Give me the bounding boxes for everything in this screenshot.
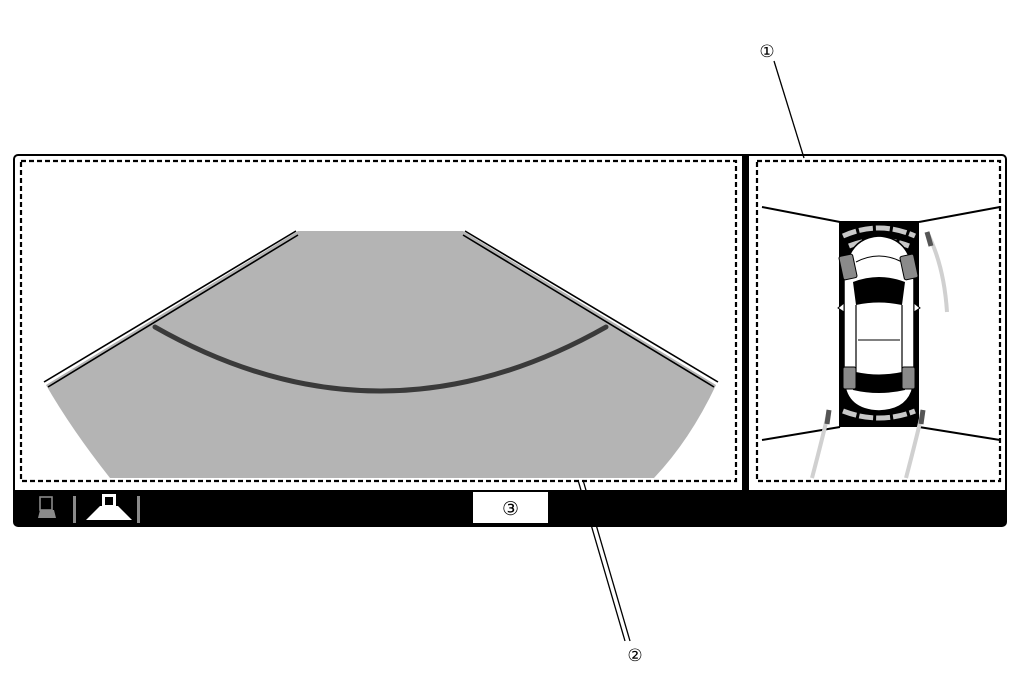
vehicle-tires [838,253,919,390]
camera-ground-area [46,231,716,478]
top-rear-view-icon[interactable] [86,494,132,520]
rear-sensor-indicator [842,408,916,421]
callout-1-label: ① [759,42,774,62]
left-guide-line [43,230,299,388]
top-view-boundary-lines [761,206,1001,441]
top-view [755,159,1002,483]
right-guide-line [462,230,719,388]
camera-view [19,159,738,483]
rear-camera-view-icon[interactable] [38,496,56,518]
toolbar-divider [137,496,140,523]
bottom-toolbar: ③ [15,490,1005,525]
camera-view-outline [19,159,738,483]
callout-1: ① [759,42,805,159]
view-mode-badge[interactable]: ③ [473,492,548,523]
callout-2: ② [577,479,643,666]
toolbar-divider [73,496,76,523]
predicted-course-line [152,324,609,394]
view-mode-badge-label: ③ [502,498,519,520]
callout-2-label: ② [627,646,642,666]
top-view-outline [755,159,1002,483]
